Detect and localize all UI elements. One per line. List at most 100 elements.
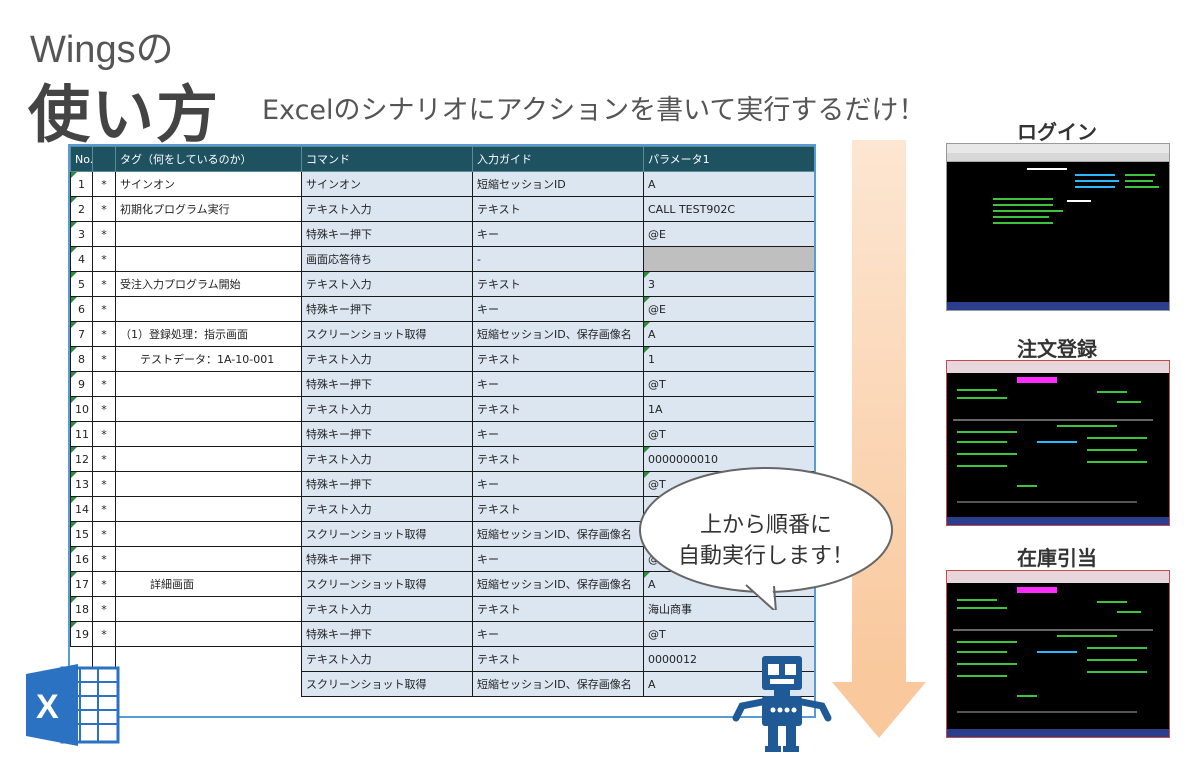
tag-cell[interactable]	[115, 671, 302, 697]
row-mark[interactable]: *	[92, 496, 116, 522]
row-number[interactable]: 10	[70, 396, 93, 422]
param-cell[interactable]: @E	[643, 221, 814, 247]
tag-cell[interactable]	[115, 421, 302, 447]
row-number[interactable]: 6	[70, 296, 93, 322]
command-cell[interactable]: テキスト入力	[301, 271, 473, 297]
tag-cell[interactable]	[115, 521, 302, 547]
guide-cell[interactable]: キー	[472, 221, 644, 247]
tag-cell[interactable]	[115, 246, 302, 272]
command-cell[interactable]: テキスト入力	[301, 196, 473, 222]
command-cell[interactable]: サインオン	[301, 171, 473, 197]
tag-cell[interactable]: 受注入力プログラム開始	[115, 271, 302, 297]
guide-cell[interactable]: テキスト	[472, 271, 644, 297]
tag-cell[interactable]	[115, 471, 302, 497]
tag-cell[interactable]	[115, 646, 302, 672]
param-cell[interactable]: 海山商事	[643, 596, 814, 622]
row-mark[interactable]: *	[92, 171, 116, 197]
guide-cell[interactable]: 短縮セッションID、保存画像名	[472, 521, 644, 547]
row-mark[interactable]: *	[92, 421, 116, 447]
row-number[interactable]: 2	[70, 196, 93, 222]
command-cell[interactable]: テキスト入力	[301, 446, 473, 472]
param-cell[interactable]: 1	[643, 346, 814, 372]
row-number[interactable]: 12	[70, 446, 93, 472]
command-cell[interactable]: スクリーンショット取得	[301, 571, 473, 597]
row-mark[interactable]: *	[92, 546, 116, 572]
row-number[interactable]: 3	[70, 221, 93, 247]
row-mark[interactable]: *	[92, 221, 116, 247]
tag-cell[interactable]: テストデータ：1A-10-001	[115, 346, 302, 372]
command-cell[interactable]: 特殊キー押下	[301, 546, 473, 572]
row-number[interactable]: 8	[70, 346, 93, 372]
guide-cell[interactable]: キー	[472, 296, 644, 322]
row-mark[interactable]: *	[92, 571, 116, 597]
row-number[interactable]: 5	[70, 271, 93, 297]
row-mark[interactable]: *	[92, 621, 116, 647]
row-mark[interactable]	[92, 646, 116, 672]
tag-cell[interactable]	[115, 446, 302, 472]
row-number[interactable]: 4	[70, 246, 93, 272]
tag-cell[interactable]	[115, 396, 302, 422]
guide-cell[interactable]: テキスト	[472, 346, 644, 372]
row-number[interactable]: 16	[70, 546, 93, 572]
guide-cell[interactable]: テキスト	[472, 596, 644, 622]
row-number[interactable]: 14	[70, 496, 93, 522]
param-cell[interactable]: 0000000010	[643, 446, 814, 472]
command-cell[interactable]: テキスト入力	[301, 396, 473, 422]
command-cell[interactable]: 特殊キー押下	[301, 371, 473, 397]
guide-cell[interactable]: 短縮セッションID、保存画像名	[472, 571, 644, 597]
row-number[interactable]: 17	[70, 571, 93, 597]
guide-cell[interactable]: テキスト	[472, 396, 644, 422]
tag-cell[interactable]	[115, 621, 302, 647]
row-mark[interactable]: *	[92, 446, 116, 472]
command-cell[interactable]: 特殊キー押下	[301, 471, 473, 497]
tag-cell[interactable]	[115, 496, 302, 522]
row-mark[interactable]: *	[92, 271, 116, 297]
param-cell[interactable]: CALL TEST902C	[643, 196, 814, 222]
param-cell[interactable]: @T	[643, 371, 814, 397]
command-cell[interactable]: テキスト入力	[301, 346, 473, 372]
command-cell[interactable]: 画面応答待ち	[301, 246, 473, 272]
row-number[interactable]: 9	[70, 371, 93, 397]
guide-cell[interactable]: テキスト	[472, 646, 644, 672]
guide-cell[interactable]: 短縮セッションID、保存画像名	[472, 671, 644, 697]
row-mark[interactable]: *	[92, 346, 116, 372]
tag-cell[interactable]: 詳細画面	[115, 571, 302, 597]
command-cell[interactable]: スクリーンショット取得	[301, 521, 473, 547]
guide-cell[interactable]: 短縮セッションID、保存画像名	[472, 321, 644, 347]
row-mark[interactable]: *	[92, 296, 116, 322]
tag-cell[interactable]	[115, 546, 302, 572]
row-mark[interactable]: *	[92, 396, 116, 422]
guide-cell[interactable]: テキスト	[472, 196, 644, 222]
tag-cell[interactable]	[115, 221, 302, 247]
row-number[interactable]: 13	[70, 471, 93, 497]
param-cell[interactable]: @T	[643, 421, 814, 447]
guide-cell[interactable]: キー	[472, 621, 644, 647]
param-cell[interactable]	[643, 246, 814, 272]
guide-cell[interactable]: 短縮セッションID	[472, 171, 644, 197]
row-number[interactable]: 18	[70, 596, 93, 622]
command-cell[interactable]: 特殊キー押下	[301, 221, 473, 247]
command-cell[interactable]: 特殊キー押下	[301, 621, 473, 647]
param-cell[interactable]: 1A	[643, 396, 814, 422]
command-cell[interactable]: 特殊キー押下	[301, 296, 473, 322]
command-cell[interactable]: 特殊キー押下	[301, 421, 473, 447]
param-cell[interactable]: @T	[643, 621, 814, 647]
tag-cell[interactable]: サインオン	[115, 171, 302, 197]
command-cell[interactable]: テキスト入力	[301, 646, 473, 672]
guide-cell[interactable]: テキスト	[472, 496, 644, 522]
row-mark[interactable]: *	[92, 521, 116, 547]
row-number[interactable]: 7	[70, 321, 93, 347]
param-cell[interactable]: @E	[643, 296, 814, 322]
row-number[interactable]: 1	[70, 171, 93, 197]
command-cell[interactable]: テキスト入力	[301, 496, 473, 522]
row-mark[interactable]: *	[92, 321, 116, 347]
row-number[interactable]: 11	[70, 421, 93, 447]
tag-cell[interactable]	[115, 296, 302, 322]
row-mark[interactable]: *	[92, 596, 116, 622]
row-mark[interactable]: *	[92, 371, 116, 397]
param-cell[interactable]: A	[643, 321, 814, 347]
guide-cell[interactable]: キー	[472, 421, 644, 447]
command-cell[interactable]: テキスト入力	[301, 596, 473, 622]
tag-cell[interactable]: （1）登録処理：指示画面	[115, 321, 302, 347]
tag-cell[interactable]	[115, 371, 302, 397]
